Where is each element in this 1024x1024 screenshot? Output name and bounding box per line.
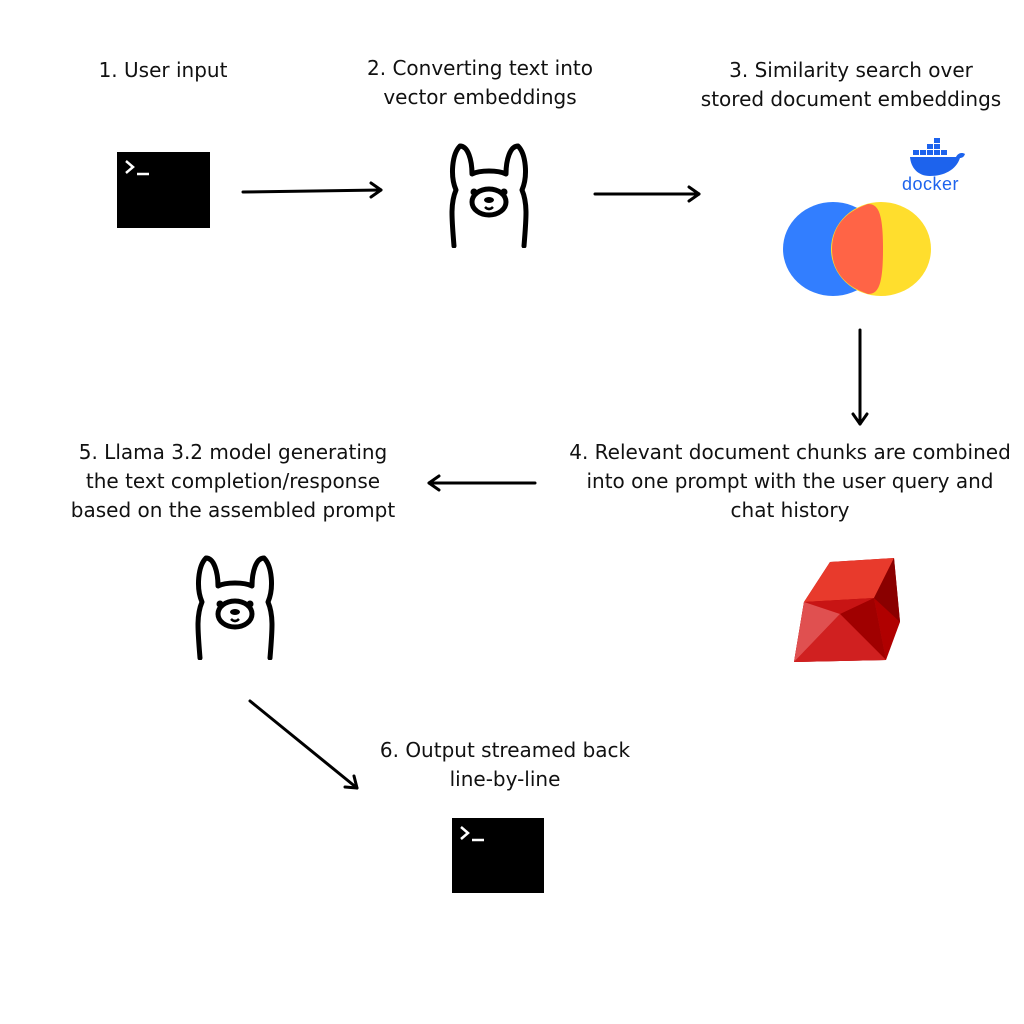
docker-wordmark: docker: [902, 174, 960, 194]
llama-icon: [449, 143, 529, 248]
arrow-5-to-6: [248, 699, 359, 790]
step-5-line-1: 5. Llama 3.2 model generating: [78, 440, 388, 464]
step-5-line-3: based on the assembled prompt: [70, 498, 396, 522]
terminal-prompt-icon: [125, 160, 149, 176]
step-5-line-2: the text completion/response: [85, 469, 381, 493]
terminal-icon-input: [117, 152, 210, 228]
step-3-label: 3. Similarity search over stored documen…: [690, 56, 1012, 114]
step-2-line-2: vector embeddings: [383, 85, 577, 109]
step-3-line-2: stored document embeddings: [700, 87, 1002, 111]
arrow-4-to-5: [427, 474, 537, 492]
ruby-icon: [794, 558, 900, 662]
step-3-line-1: 3. Similarity search over: [729, 58, 973, 82]
arrow-1-to-2: [241, 181, 383, 199]
step-6-line-1: 6. Output streamed back: [379, 738, 631, 762]
arrow-2-to-3: [593, 185, 701, 203]
step-4-line-2: into one prompt with the user query and: [586, 469, 994, 493]
docker-logo: docker: [898, 138, 974, 198]
step-6-line-2: line-by-line: [449, 767, 561, 791]
step-4-line-1: 4. Relevant document chunks are combined: [569, 440, 1011, 464]
llama-icon: [195, 555, 275, 660]
terminal-prompt-icon: [460, 826, 484, 842]
step-5-label: 5. Llama 3.2 model generating the text c…: [58, 438, 408, 525]
step-4-label: 4. Relevant document chunks are combined…: [560, 438, 1020, 525]
step-2-line-1: 2. Converting text into: [367, 56, 593, 80]
step-6-label: 6. Output streamed back line-by-line: [370, 736, 640, 794]
terminal-icon-output: [452, 818, 544, 893]
step-1-line-1: 1. User input: [98, 58, 228, 82]
step-1-label: 1. User input: [56, 56, 270, 85]
step-2-label: 2. Converting text into vector embedding…: [330, 54, 630, 112]
docker-whale-icon: [910, 138, 965, 176]
chroma-logo: [783, 202, 931, 296]
step-4-line-3: chat history: [730, 498, 850, 522]
arrow-3-to-4: [851, 328, 869, 426]
